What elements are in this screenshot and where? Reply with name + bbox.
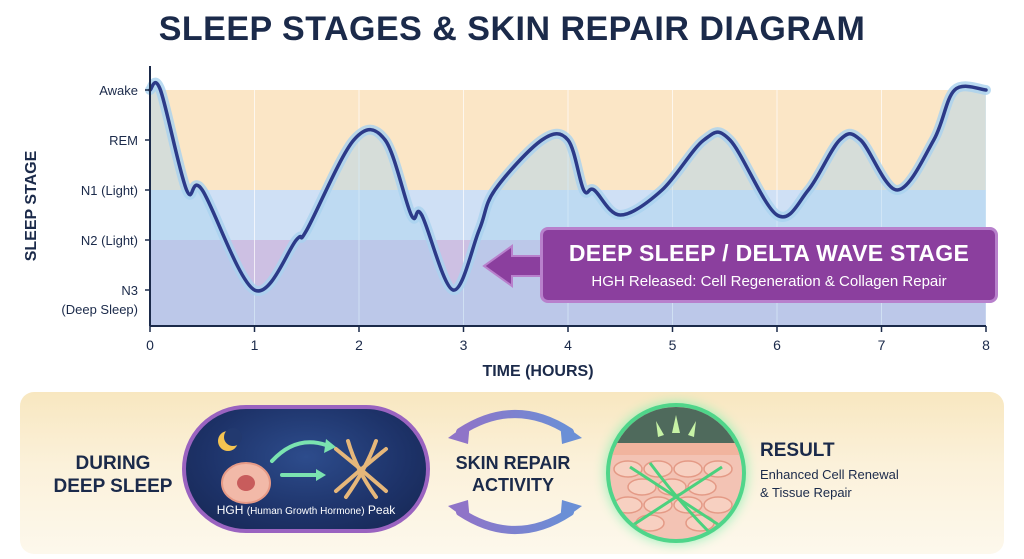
y-tick-sublabel: (Deep Sleep): [61, 302, 138, 317]
x-tick-label-6: 6: [773, 337, 781, 353]
deep-sleep-callout: DEEP SLEEP / DELTA WAVE STAGE HGH Releas…: [540, 227, 998, 303]
hgh-caption-prefix: HGH: [216, 503, 244, 517]
cell-icon: [221, 462, 271, 504]
sleep-stage-line: [148, 80, 988, 293]
x-axis-label: TIME (HOURS): [482, 363, 593, 380]
growth-arrows-icon: [270, 440, 328, 477]
y-axis-label: SLEEP STAGE: [23, 150, 40, 261]
page-title: SLEEP STAGES & SKIN REPAIR DIAGRAM: [158, 10, 866, 48]
hgh-caption-suffix: Peak: [367, 503, 396, 517]
middle-label-line2: ACTIVITY: [471, 475, 554, 495]
callout-subtitle: HGH Released: Cell Regeneration & Collag…: [591, 273, 947, 290]
skin-repair-activity-label: SKIN REPAIR ACTIVITY: [448, 452, 578, 496]
callout-title: DEEP SLEEP / DELTA WAVE STAGE: [568, 240, 970, 266]
x-tick-label-8: 8: [982, 337, 990, 353]
collagen-icon: [334, 439, 388, 499]
x-tick-label-3: 3: [460, 337, 468, 353]
skin-layers-icon: [606, 403, 746, 543]
middle-label-line1: SKIN REPAIR: [455, 453, 571, 473]
y-tick-label-2: N1 (Light): [81, 183, 138, 198]
cycle-arrows-icon: [448, 410, 582, 534]
y-tick-label-4: N3: [121, 283, 138, 298]
x-tick-label-5: 5: [669, 337, 677, 353]
x-tick-label-7: 7: [878, 337, 886, 353]
left-label-line2: DEEP SLEEP: [53, 476, 173, 497]
x-tick-label-0: 0: [146, 337, 154, 353]
result-line2: & Tissue Repair: [760, 485, 852, 500]
y-tick-label-3: N2 (Light): [81, 233, 138, 248]
y-tick-label-0: Awake: [99, 83, 138, 98]
result-title: RESULT: [760, 440, 835, 461]
during-deep-sleep-label: DURING DEEP SLEEP: [48, 452, 178, 498]
y-tick-label-1: REM: [109, 133, 138, 148]
x-tick-label-1: 1: [251, 337, 259, 353]
moon-icon: [218, 428, 242, 451]
left-label-line1: DURING: [75, 453, 151, 474]
result-description: Enhanced Cell Renewal & Tissue Repair: [760, 466, 960, 502]
hgh-caption-paren: (Human Growth Hormone): [246, 506, 365, 517]
x-tick-label-2: 2: [355, 337, 363, 353]
hgh-caption: HGH (Human Growth Hormone) Peak: [186, 503, 426, 517]
x-tick-label-4: 4: [564, 337, 572, 353]
result-line1: Enhanced Cell Renewal: [760, 467, 899, 482]
hgh-illustration: HGH (Human Growth Hormone) Peak: [182, 405, 430, 533]
